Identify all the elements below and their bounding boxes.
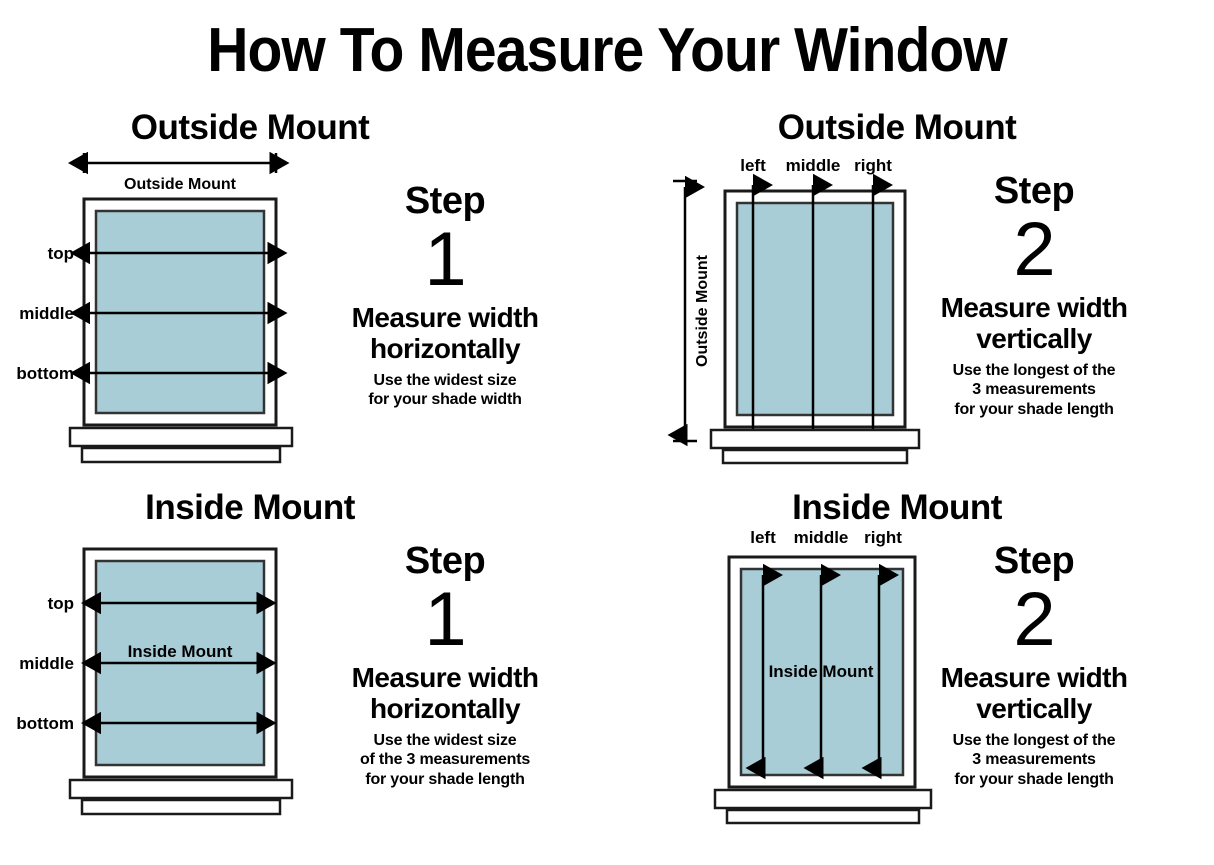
measure-label-right: right [864,528,902,547]
measure-label-top: top [48,244,74,263]
step-word: Step [404,540,486,582]
step-number: 2 [1013,577,1055,662]
measure-label-bottom: bottom [16,364,74,383]
step-note-line-3: for your shade length [954,770,1114,788]
dimension-label: Outside Mount [694,254,711,367]
window-diagram-inside-vertical: left middle right Inside Mount [655,525,975,850]
window-diagram-outside-vertical: left middle right Outside Mount [655,145,975,470]
panel-heading: Inside Mount [792,488,1002,527]
window-glass [735,201,895,417]
window-sill [709,428,921,450]
step-note-line-1: Use the longest of the [952,731,1116,749]
window-apron [80,798,282,816]
window-apron [721,448,909,465]
step-action-line-2: horizontally [370,693,521,725]
measure-label-middle: middle [794,528,849,547]
step-action: Measure width vertically [919,292,1149,355]
step-note-line-3: for your shade length [954,400,1114,418]
window-sill [68,778,294,800]
step-word: Step [993,170,1075,212]
window-sill [68,426,294,448]
step-word: Step [993,540,1075,582]
measure-label-left: left [750,528,776,547]
window-apron [80,446,282,464]
step-action-line-1: Measure width [351,661,539,693]
step-action-line-2: vertically [976,693,1092,725]
step-number: 2 [1013,207,1055,292]
panel-heading: Inside Mount [145,488,355,527]
measure-label-middle: middle [786,156,841,175]
window-apron [725,808,921,825]
dimension-label: Inside Mount [769,662,874,681]
step-note-line-2: of the 3 measurements [359,751,531,769]
step-note-line-2: for your shade width [368,391,522,409]
panel-inside-mount-step-2: Inside Mount left middle right [607,480,1214,857]
window-diagram-inside-horizontal: Inside Mount top middle bottom [8,525,328,850]
dimension-label: Inside Mount [128,642,233,661]
step-note-line-2: 3 measurements [972,751,1096,769]
step-block: Step 1 Measure width horizontally Use th… [330,182,560,410]
step-number: 1 [424,577,466,662]
step-block: Step 2 Measure width vertically Use the … [919,172,1149,419]
measure-label-right: right [854,156,892,175]
step-action-line-1: Measure width [940,661,1128,693]
step-note: Use the widest size of the 3 measurement… [330,731,560,790]
step-note-line-3: for your shade length [365,770,525,788]
step-block: Step 2 Measure width vertically Use the … [919,542,1149,789]
step-action-line-1: Measure width [351,301,539,333]
page-title: How To Measure Your Window [207,16,1007,85]
step-note: Use the longest of the 3 measurements fo… [919,361,1149,420]
step-action: Measure width vertically [919,662,1149,725]
dimension-line-outside-width [68,151,290,175]
step-action-line-2: vertically [976,323,1092,355]
step-word: Step [404,180,486,222]
window-diagram-outside-horizontal: Outside Mount top middle bottom [8,145,328,470]
step-block: Step 1 Measure width horizontally Use th… [330,542,560,789]
step-action: Measure width horizontally [330,662,560,725]
panel-outside-mount-step-2: Outside Mount left middle right [607,100,1214,477]
step-note-line-1: Use the widest size [373,731,517,749]
window-sill [713,788,933,810]
dimension-line-outside-height [667,175,705,447]
measure-label-top: top [48,594,74,613]
step-note: Use the widest size for your shade width [330,371,560,410]
measure-label-middle: middle [19,654,74,673]
panel-heading: Outside Mount [130,108,370,147]
panel-outside-mount-step-1: Outside Mount Outside Mount [0,100,607,477]
panel-heading: Outside Mount [777,108,1017,147]
measure-label-bottom: bottom [16,714,74,733]
measure-label-left: left [740,156,766,175]
step-note-line-1: Use the longest of the [952,361,1116,379]
step-note-line-1: Use the widest size [373,371,517,389]
step-note-line-2: 3 measurements [972,381,1096,399]
dimension-label: Outside Mount [124,176,237,193]
panel-inside-mount-step-1: Inside Mount [0,480,607,857]
step-note: Use the longest of the 3 measurements fo… [919,731,1149,790]
step-action-line-1: Measure width [940,291,1128,323]
measure-label-middle: middle [19,304,74,323]
step-number: 1 [424,217,466,302]
step-action: Measure width horizontally [330,302,560,365]
step-action-line-2: horizontally [370,333,521,365]
